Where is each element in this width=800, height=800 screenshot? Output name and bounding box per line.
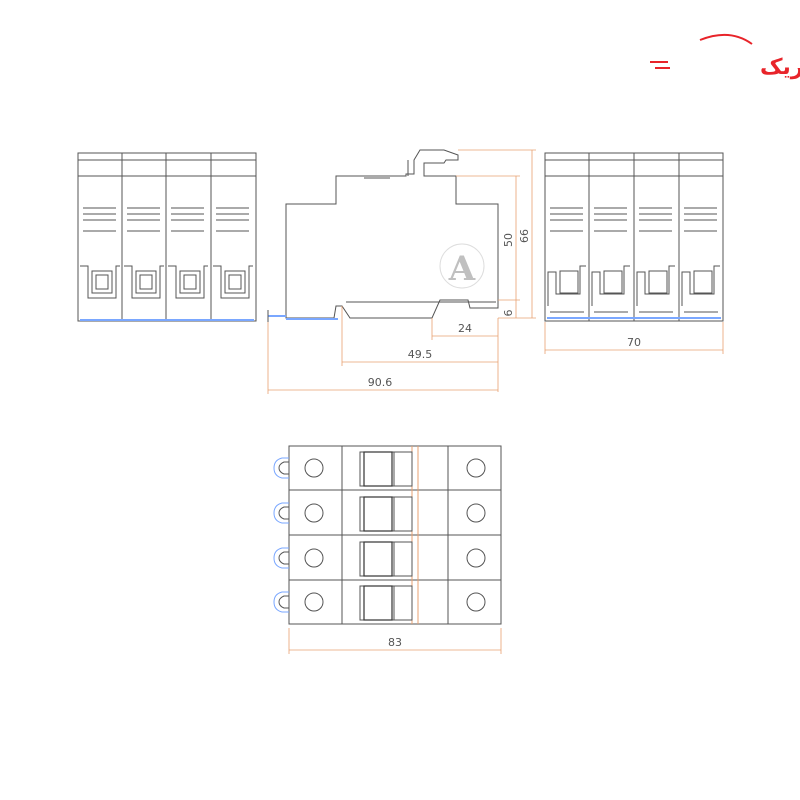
dim-90-6: 90.6: [368, 376, 393, 389]
bottom-view: 83: [273, 445, 502, 654]
dim-49-5: 49.5: [408, 348, 433, 361]
side-dimensions: 66 50 6 24 49.5 90.6: [267, 149, 536, 394]
right-view: 70: [544, 152, 724, 354]
dim-50: 50: [502, 233, 515, 247]
dim-6: 6: [502, 310, 515, 317]
side-view: A: [267, 149, 499, 322]
dim-66: 66: [518, 229, 531, 243]
brand-logo: آرتاالکتریک: [650, 33, 800, 80]
watermark-letter: A: [448, 249, 476, 289]
logo-text: آرتاالکتریک: [760, 52, 800, 80]
watermark-logo: A: [439, 243, 485, 289]
left-view: [77, 152, 257, 322]
dim-24: 24: [458, 322, 472, 335]
dim-83: 83: [388, 636, 402, 649]
dim-70: 70: [627, 336, 641, 349]
